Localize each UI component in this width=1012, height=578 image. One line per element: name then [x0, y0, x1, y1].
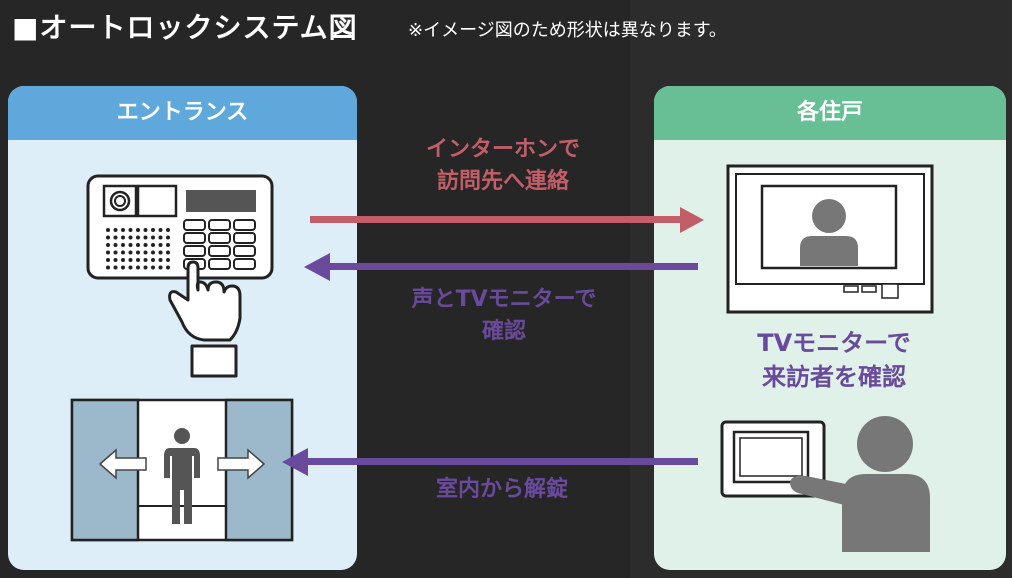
speaker-hole	[143, 258, 148, 262]
pressing-hand-icon	[168, 260, 242, 378]
entrance-panel: エントランス	[8, 86, 357, 570]
keypad-key	[233, 219, 256, 231]
speaker-hole	[113, 228, 118, 232]
intercom-call-label-line1: インターホンで	[425, 137, 580, 162]
speaker-hole	[113, 258, 118, 262]
speaker-hole	[151, 265, 155, 270]
speaker-hole	[166, 250, 170, 255]
speaker-hole	[106, 235, 110, 240]
speaker-hole	[121, 228, 125, 232]
speaker-hole	[128, 228, 133, 232]
speaker-hole	[128, 235, 133, 240]
voice-tv-confirm-label-line1: 声とTVモニターで	[411, 287, 597, 312]
speaker-hole	[136, 258, 140, 262]
intercom-call-label-line2: 訪問先へ連絡	[436, 169, 569, 194]
intercom-call-label: インターホンで 訪問先へ連絡	[408, 134, 598, 198]
residence-panel-header: 各住戸	[654, 86, 1006, 140]
speaker-hole	[158, 265, 163, 270]
speaker-hole	[121, 243, 125, 247]
voice-tv-confirm-arrow	[304, 253, 698, 281]
keypad-key	[183, 232, 206, 244]
resident-person-icon	[790, 416, 930, 552]
speaker-hole	[166, 243, 170, 247]
keypad-key	[183, 245, 206, 257]
unlock-label: 室内から解錠	[435, 477, 568, 502]
speaker-hole	[136, 228, 140, 232]
speaker-hole	[158, 258, 163, 262]
resident-action-label-line1: TVモニターで	[757, 329, 911, 357]
speaker-hole	[158, 235, 163, 240]
speaker-hole	[151, 235, 155, 240]
voice-tv-confirm-label-line2: 確認	[481, 319, 526, 344]
speaker-hole	[113, 243, 118, 247]
speaker-hole	[128, 265, 133, 270]
speaker-hole	[121, 250, 125, 255]
speaker-hole	[143, 228, 148, 232]
keypad-key	[233, 258, 256, 270]
speaker-hole	[128, 243, 133, 247]
speaker-hole	[106, 228, 110, 232]
speaker-hole	[143, 235, 148, 240]
speaker-hole	[128, 258, 133, 262]
speaker-hole	[143, 243, 148, 247]
speaker-hole	[166, 265, 170, 270]
speaker-hole	[136, 243, 140, 247]
speaker-hole	[151, 250, 155, 255]
speaker-hole	[113, 250, 118, 255]
speaker-hole	[121, 235, 125, 240]
speaker-hole	[143, 265, 148, 270]
intercom-panel-icon	[86, 174, 274, 280]
voice-tv-confirm-label: 声とTVモニターで 確認	[394, 284, 614, 348]
tv-monitor-icon	[726, 164, 934, 314]
speaker-hole	[136, 235, 140, 240]
speaker-hole	[143, 250, 148, 255]
page-title: ■オートロックシステム図	[12, 11, 358, 44]
keypad-key	[208, 232, 231, 244]
keypad-key	[208, 219, 231, 231]
speaker-hole	[106, 243, 110, 247]
speaker-hole	[121, 265, 125, 270]
speaker-hole	[166, 228, 170, 232]
speaker-hole	[158, 250, 163, 255]
speaker-hole	[151, 243, 155, 247]
speaker-hole	[151, 228, 155, 232]
keypad-key	[233, 232, 256, 244]
speaker-hole	[121, 258, 125, 262]
resident-action-label: TVモニターで 来訪者を確認	[734, 326, 934, 394]
speaker-hole	[113, 235, 118, 240]
unlock-arrow	[282, 448, 698, 476]
visitor-person-icon	[164, 428, 200, 524]
speaker-hole	[113, 265, 118, 270]
speaker-hole	[158, 228, 163, 232]
keypad-key	[233, 245, 256, 257]
speaker-hole	[128, 250, 133, 255]
speaker-hole	[151, 258, 155, 262]
entrance-panel-header: エントランス	[8, 86, 357, 140]
keypad-key	[183, 219, 206, 231]
speaker-hole	[106, 258, 110, 262]
speaker-hole	[158, 243, 163, 247]
keypad-key	[208, 245, 231, 257]
speaker-hole	[136, 265, 140, 270]
speaker-hole	[166, 258, 170, 262]
speaker-hole	[106, 265, 110, 270]
speaker-hole	[106, 250, 110, 255]
intercom-call-arrow	[310, 207, 704, 233]
resident-action-label-line2: 来訪者を確認	[762, 363, 906, 391]
automatic-door-icon	[70, 398, 294, 542]
resident-intercom-handset-icon	[720, 420, 826, 498]
image-note: ※イメージ図のため形状は異なります。	[408, 20, 727, 41]
keypad-key	[208, 258, 231, 270]
speaker-hole	[136, 250, 140, 255]
speaker-hole	[166, 235, 170, 240]
